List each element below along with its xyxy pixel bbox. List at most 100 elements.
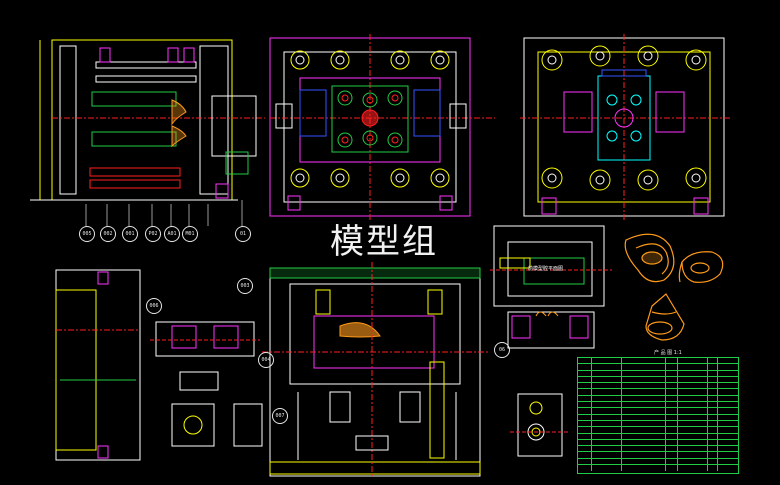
side-section-view [30,39,265,201]
hole-circle [435,55,445,65]
bom-cell [592,376,622,383]
fixed-half-plan-view [520,34,730,222]
bom-cell [578,452,592,458]
hole-circle [614,108,634,128]
bom-cell [592,439,622,446]
cavity-window-label: 前模型腔平面图 [528,266,564,272]
hole-circle [335,55,345,65]
bom-cell [666,433,678,439]
bom-cell [678,383,708,389]
bom-row [578,427,738,434]
bom-cell [678,370,708,376]
leader-lines [85,200,243,226]
bom-cell [666,389,678,395]
bom-cell [592,465,622,472]
bom-cell [718,415,738,420]
bom-cell [678,458,708,465]
bom-row [578,370,738,377]
bom-row [578,433,738,440]
bom-cell [666,439,678,446]
bom-cell [578,439,592,446]
bom-cell [578,364,592,370]
bom-cell [622,383,666,389]
bom-cell [666,408,678,414]
hole-circle [595,175,605,185]
bom-cell [708,364,718,370]
bom-cell [666,383,678,389]
hole-circle [547,173,557,183]
hole-circle [387,132,403,148]
bom-cell [666,420,678,427]
bom-cell [578,376,592,383]
bom-cell [578,458,592,465]
bom-cell [718,377,738,382]
hole-circle [362,92,378,108]
lower-side-view [55,269,141,461]
balloon-01: 01 [235,226,251,242]
bom-cell [718,459,738,464]
bom-cell [678,395,708,402]
bom-cell [578,383,592,389]
bom-cell [592,433,622,439]
hole-circle [391,94,399,102]
bom-cell [592,452,622,458]
bom-cell [592,389,622,395]
hole-circle [589,169,611,191]
bom-cell [622,376,666,383]
hole-circle [643,175,653,185]
bom-cell [666,395,678,402]
bom-cell [578,358,592,364]
bom-cell [592,370,622,376]
bom-cell [718,383,738,388]
bom-cell [678,364,708,370]
hole-circle [366,96,374,104]
drawing-title: 模型组 [330,222,438,262]
hole-circle [390,168,410,188]
balloon-m01: M01 [182,226,198,242]
bom-cell [718,440,738,445]
bom-cell [678,465,708,472]
bom-row [578,414,738,421]
hole-circle [541,49,563,71]
bom-cell [718,421,738,426]
bom-row [578,420,738,428]
fixed-half-circles [541,45,707,191]
hole-circle [595,51,605,61]
balloon-007: 007 [272,408,288,424]
bom-cell [622,395,666,402]
bom-cell [592,364,622,370]
bom-cell [622,427,666,433]
hole-circle [366,134,374,142]
bom-cell [666,370,678,376]
bom-cell [578,433,592,439]
bom-cell [708,439,718,446]
hole-circle [330,168,350,188]
hole-circle [290,50,310,70]
hole-circle [395,173,405,183]
bom-cell [578,370,592,376]
bom-row [578,439,738,447]
bom-cell [678,446,708,452]
bom-cell [708,370,718,376]
bom-row [578,402,738,409]
hole-circle [295,55,305,65]
bom-cell [592,458,622,465]
bom-cell [578,420,592,427]
hole-circle [637,169,659,191]
balloon-005: 005 [79,226,95,242]
bom-cell [718,389,738,394]
bom-cell [622,446,666,452]
bom-cell [666,446,678,452]
hole-circle [685,49,707,71]
hole-circle [547,55,557,65]
bom-cell [708,376,718,383]
hole-circle [691,173,701,183]
bom-cell [622,358,666,364]
bom-row [578,383,738,390]
bom-cell [678,439,708,446]
bom-row [578,458,738,466]
bom-cell [578,408,592,414]
bom-row [578,452,738,459]
hole-circle [390,50,410,70]
balloon-a01: A01 [164,226,180,242]
